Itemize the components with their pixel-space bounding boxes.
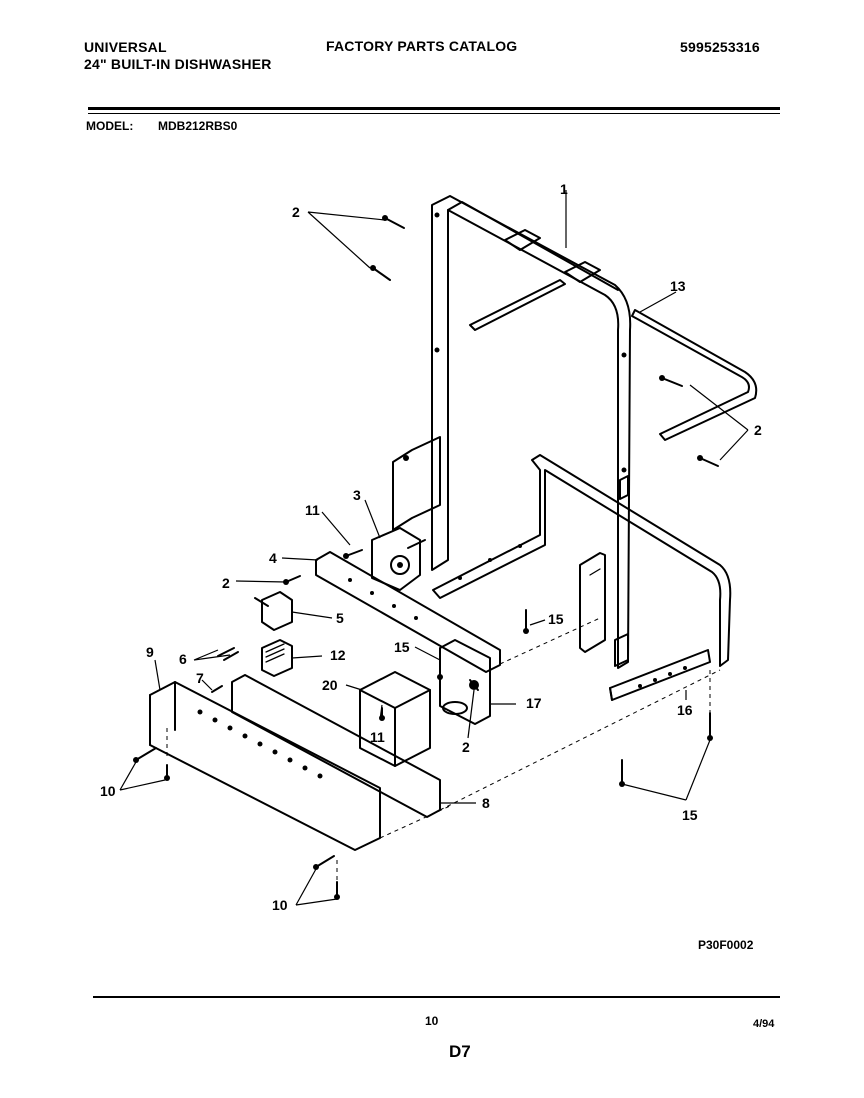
callout-1: 1	[560, 181, 568, 197]
catalog-title: FACTORY PARTS CATALOG	[326, 38, 518, 54]
callout-11: 11	[305, 502, 320, 518]
footer-rule	[93, 996, 780, 998]
callout-3: 3	[353, 487, 361, 503]
callout-17: 17	[526, 695, 542, 711]
callout-15: 15	[682, 807, 698, 823]
base-bracket-part	[439, 639, 491, 725]
header-rule-thin	[88, 113, 780, 114]
catalog-number: 5995253316	[680, 39, 760, 55]
callout-20: 20	[322, 677, 338, 693]
callout-2: 2	[754, 422, 762, 438]
front-panel-part	[149, 681, 381, 851]
section-code: D7	[449, 1042, 471, 1061]
control-bracket-part	[315, 551, 501, 673]
switch-part	[254, 591, 293, 631]
model-value: MDB212RBS0	[158, 119, 238, 133]
callout-2: 2	[222, 575, 230, 591]
callout-numbers: 1 2 2 2 2 2 3 4 5 6 7 8 9 10 10 11 11 12…	[100, 181, 762, 913]
callout-9: 9	[146, 644, 154, 660]
kick-plate-part	[231, 674, 441, 818]
control-box-part	[359, 671, 431, 767]
callout-16: 16	[677, 702, 693, 718]
side-rail-part	[631, 309, 758, 441]
revision-date: 4/94	[753, 1018, 775, 1030]
valve-assembly-part	[371, 527, 426, 591]
callout-6: 6	[179, 651, 187, 667]
callout-8: 8	[482, 795, 490, 811]
callout-10: 10	[100, 783, 116, 799]
model-label: MODEL:	[86, 119, 134, 133]
header-rule-thick	[88, 107, 780, 110]
callout-5: 5	[336, 610, 344, 626]
brand-name: UNIVERSAL	[84, 39, 167, 55]
callout-7: 7	[196, 670, 204, 686]
callout-leaders	[119, 190, 749, 906]
lower-tub-rail	[432, 454, 732, 667]
tub-frame-part	[431, 195, 632, 669]
callout-12: 12	[330, 647, 346, 663]
callout-15: 15	[548, 611, 564, 627]
terminal-block-part	[261, 639, 293, 677]
drawing-code: P30F0002	[698, 938, 754, 952]
right-side-bracket	[579, 552, 606, 653]
page-number: 10	[425, 1014, 439, 1028]
callout-15: 15	[394, 639, 410, 655]
alignment-lines	[166, 617, 721, 882]
lower-rail-part	[609, 649, 711, 701]
callout-11: 11	[370, 729, 385, 745]
callout-4: 4	[269, 550, 277, 566]
product-name: 24" BUILT-IN DISHWASHER	[84, 56, 272, 72]
callout-13: 13	[670, 278, 686, 294]
callout-10: 10	[272, 897, 288, 913]
callout-2: 2	[292, 204, 300, 220]
callout-2: 2	[462, 739, 470, 755]
